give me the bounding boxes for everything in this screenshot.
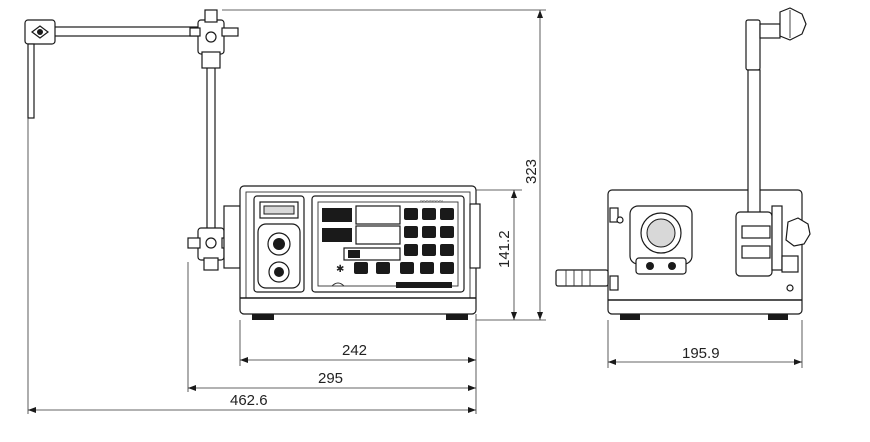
brand-logo: ~~~~~~~ — [420, 199, 443, 205]
dim-242: 242 — [342, 342, 367, 359]
pump-head — [629, 205, 693, 275]
front-view: ~~~~~~~ ✱ — [24, 9, 546, 414]
inlet-tube — [555, 269, 609, 287]
function-buttons: ✱ — [336, 262, 454, 275]
dim-295: 295 — [318, 370, 343, 387]
side-stand — [735, 7, 811, 277]
dim-141-2: 141.2 — [496, 230, 513, 268]
dim-195-9: 195.9 — [682, 345, 720, 362]
controller-body: ~~~~~~~ ✱ — [239, 185, 481, 320]
keypad — [404, 208, 454, 256]
dim-323: 323 — [523, 159, 540, 184]
dim-462-6: 462.6 — [230, 392, 268, 409]
svg-text:✱: ✱ — [336, 264, 344, 275]
stand-arm — [24, 9, 241, 271]
side-view: 195.9 — [555, 7, 811, 368]
dimension-lines-front — [27, 9, 546, 414]
dimension-lines-side — [607, 320, 803, 368]
